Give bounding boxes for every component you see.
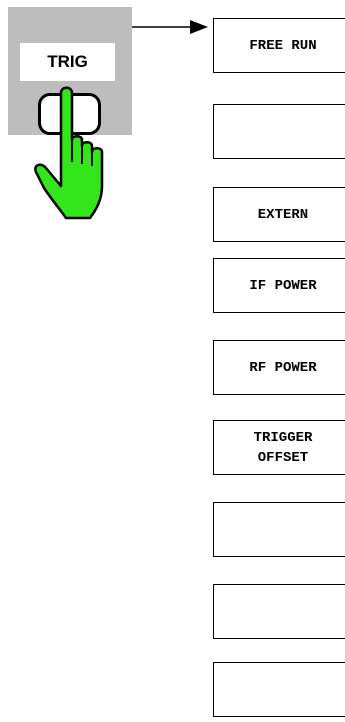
softkey-empty-7[interactable] xyxy=(213,502,345,557)
trig-key-label: TRIG xyxy=(20,43,115,81)
softkey-empty-2[interactable] xyxy=(213,104,345,159)
softkey-extern[interactable]: EXTERN xyxy=(213,187,345,242)
softkey-empty-8[interactable] xyxy=(213,584,345,639)
softkey-free-run[interactable]: FREE RUN xyxy=(213,18,345,73)
softkey-empty-9[interactable] xyxy=(213,662,345,717)
softkey-if-power[interactable]: IF POWER xyxy=(213,258,345,313)
softkey-rf-power[interactable]: RF POWER xyxy=(213,340,345,395)
softkey-trigger-offset[interactable]: TRIGGER OFFSET xyxy=(213,420,345,475)
